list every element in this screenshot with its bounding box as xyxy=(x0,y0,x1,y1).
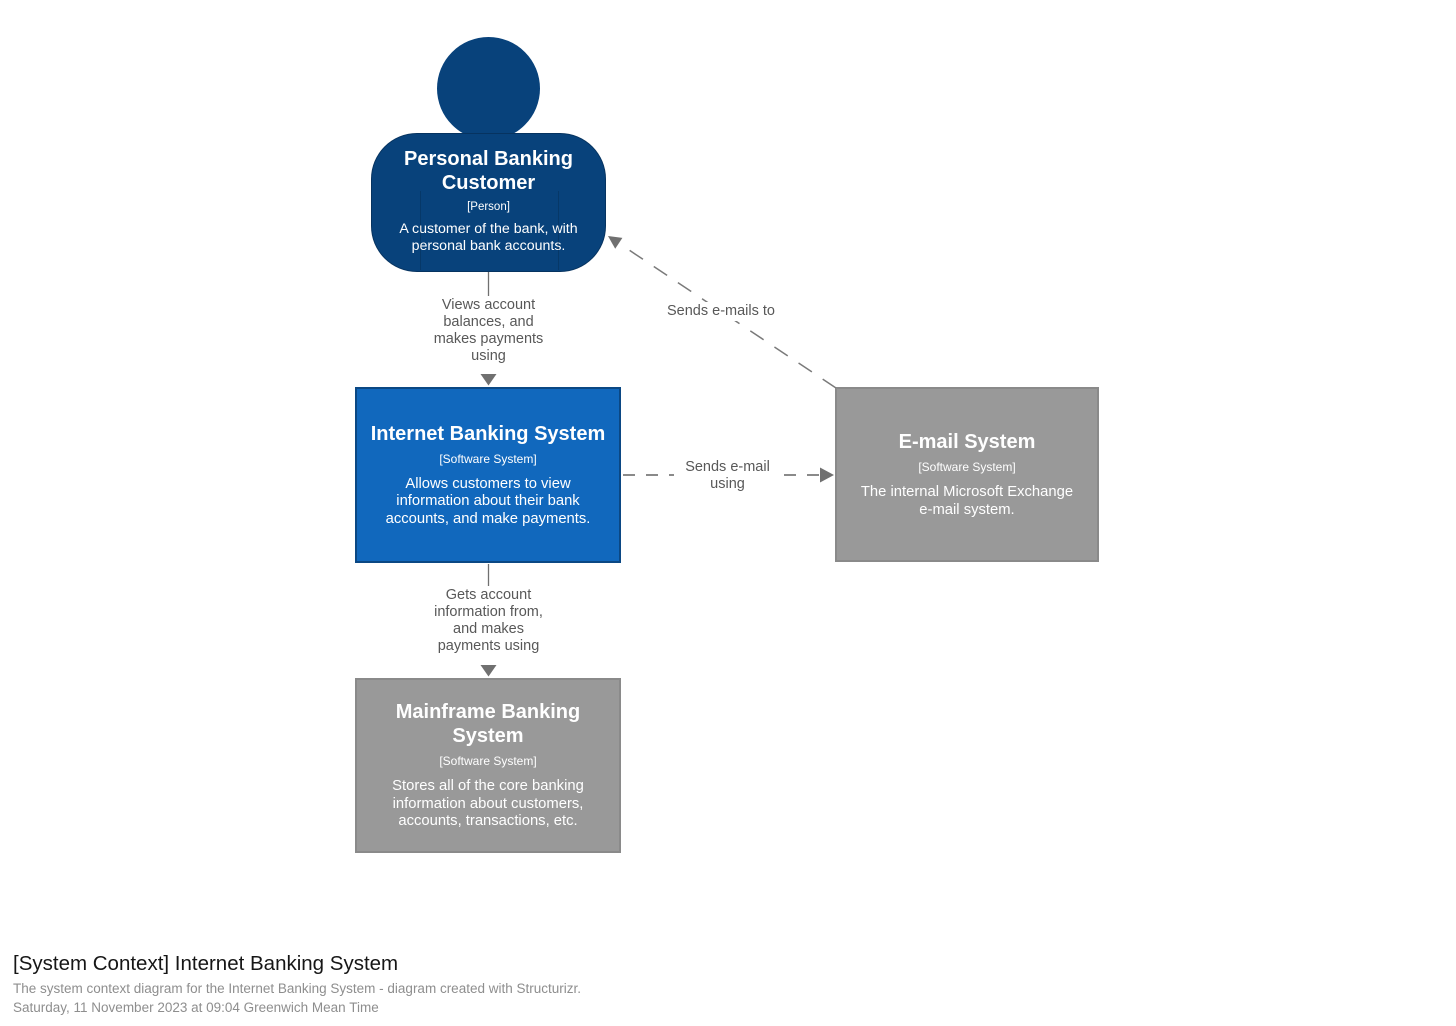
node-title: E-mail System xyxy=(898,431,1036,453)
diagram-title: [System Context] Internet Banking System xyxy=(13,952,399,975)
rel-label-views-account: Views account balances, and makes paymen… xyxy=(398,296,579,366)
node-internet-banking-system[interactable]: Internet Banking System [Software System… xyxy=(355,387,621,563)
rel-label-sends-emails-to: Sends e-mails to xyxy=(662,302,780,321)
node-meta-tag: [Software System] xyxy=(439,754,537,769)
arrowhead-right-icon xyxy=(820,467,834,483)
person-arm-line xyxy=(420,191,421,270)
node-email-system[interactable]: E-mail System [Software System] The inte… xyxy=(835,387,1099,562)
node-description: The internal Microsoft Exchange e-mail s… xyxy=(860,484,1074,518)
node-title: Mainframe Banking System xyxy=(395,701,581,748)
node-description: Stores all of the core banking informati… xyxy=(392,778,584,830)
node-meta-tag: [Software System] xyxy=(918,460,1016,474)
rel-label-sends-email-using: Sends e-mail using xyxy=(674,458,781,494)
node-meta-tag: [Person] xyxy=(467,201,510,213)
arrowhead-down-icon xyxy=(480,665,497,677)
node-personal-banking-customer[interactable]: Personal Banking Customer [Person] A cus… xyxy=(371,133,606,272)
node-description: A customer of the bank, with personal ba… xyxy=(399,221,578,254)
node-title: Personal Banking Customer xyxy=(404,148,573,194)
diagram-description: The system context diagram for the Inter… xyxy=(13,981,581,996)
person-head-icon xyxy=(437,37,540,140)
diagram-footer: [System Context] Internet Banking System… xyxy=(13,951,581,1017)
person-arm-line xyxy=(558,191,559,270)
arrowhead-upleft-icon xyxy=(608,236,623,249)
diagram-timestamp: Saturday, 11 November 2023 at 09:04 Gree… xyxy=(13,999,379,1015)
rel-label-gets-account: Gets account information from, and makes… xyxy=(398,586,579,656)
node-title: Internet Banking System xyxy=(370,422,606,445)
node-meta-tag: [Software System] xyxy=(439,451,537,466)
node-description: Allows customers to view information abo… xyxy=(385,475,591,527)
node-mainframe-banking-system[interactable]: Mainframe Banking System [Software Syste… xyxy=(355,678,621,853)
arrowhead-down-icon xyxy=(480,374,497,386)
